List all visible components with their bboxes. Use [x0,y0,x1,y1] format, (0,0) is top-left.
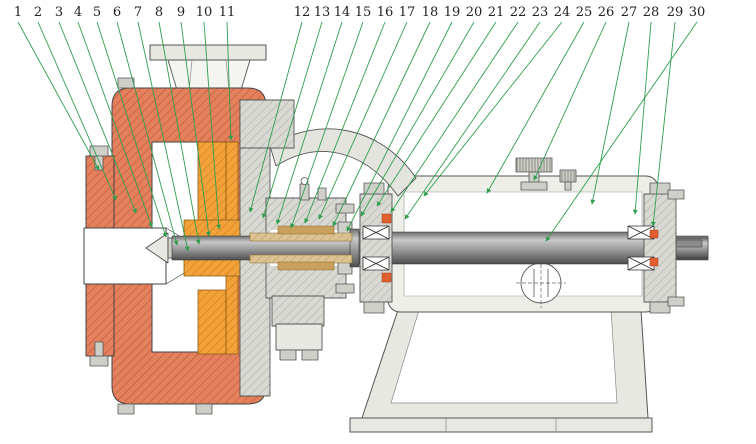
pump-cross-section-art [83,44,709,433]
packing-upper [277,225,335,235]
leader-line-30 [545,21,698,242]
leader-line-9 [180,21,211,237]
callout-number-4: 4 [74,5,82,20]
callout-number-2: 2 [34,5,42,20]
leader-line-21 [376,21,497,207]
casing-bolt-bottom-2 [195,403,213,415]
leader-line-3 [58,21,137,214]
callout-number-17: 17 [399,5,416,20]
cap-bolt-right-bottom [649,301,671,314]
leader-line-13 [261,21,323,219]
callout-number-6: 6 [113,5,121,20]
seal-fitting [317,187,327,201]
bearing-left [362,225,390,271]
gland-bolt-bottom [335,283,355,294]
leader-line-22 [390,21,519,213]
callout-number-19: 19 [444,5,461,20]
callout-number-13: 13 [314,5,331,20]
nipple-port [300,177,309,185]
cap-bolt-left-bottom [363,301,385,314]
end-bolt-top [667,189,685,200]
leader-line-18 [332,21,431,227]
callout-number-16: 16 [377,5,394,20]
leader-line-23 [404,21,541,220]
callout-number-23: 23 [532,5,549,20]
bearing-right [627,225,655,271]
foot-bolt-left [279,349,297,361]
callout-number-9: 9 [177,5,185,20]
bearing-assembly [359,182,685,314]
leader-line-25 [486,21,585,194]
callout-number-25: 25 [576,5,593,20]
leader-line-1 [17,21,100,171]
support-arm [269,128,417,197]
leader-line-2 [37,21,117,201]
callout-number-24: 24 [554,5,571,20]
cover-foot [271,295,325,327]
leader-line-8 [158,21,201,245]
casing-bolt-top [117,77,135,89]
leader-line-4 [77,21,153,228]
callout-number-8: 8 [155,5,163,20]
leader-line-10 [203,21,222,230]
shaft-collar-left [349,228,360,268]
leader-line-29 [650,21,676,227]
foot-bolt-right [301,349,319,361]
cover-foot-plate [275,323,323,351]
callout-number-18: 18 [422,5,439,20]
leader-line-24 [423,21,563,197]
leader-line-7 [137,21,190,252]
leader-line-26 [533,21,607,181]
leader-line-17 [318,21,408,220]
packing-lower [277,261,335,271]
cap-bolt-right-top [649,182,671,195]
callout-number-11: 11 [219,5,236,20]
callout-number-21: 21 [488,5,505,20]
leader-line-6 [116,21,179,246]
callout-number-12: 12 [294,5,311,20]
flange-bolt-bottom [89,355,109,367]
leader-line-20 [360,21,475,217]
leader-line-15 [290,21,364,229]
callout-number-26: 26 [598,5,615,20]
callout-number-30: 30 [689,5,706,20]
support-pedestal [349,309,653,433]
leader-line-27 [590,21,630,205]
end-bolt-bottom [667,296,685,307]
leader-line-16 [304,21,386,224]
leader-line-14 [275,21,343,225]
callout-number-29: 29 [667,5,684,20]
callout-number-14: 14 [334,5,351,20]
grease-fitting [515,157,577,191]
callout-number-22: 22 [510,5,527,20]
callout-number-20: 20 [466,5,483,20]
volute-casing [83,77,267,415]
leader-line-19 [346,21,453,232]
leader-line-5 [96,21,168,238]
callout-number-27: 27 [621,5,638,20]
callout-number-1: 1 [14,5,22,20]
shaft [145,228,709,268]
leader-line-11 [226,21,234,141]
shaft-sleeve [249,225,353,271]
leader-line-12 [248,21,303,213]
lip-seals [381,213,659,283]
callout-number-15: 15 [355,5,372,20]
callout-number-28: 28 [643,5,660,20]
callout-number-5: 5 [93,5,101,20]
gland-bolt-top [335,203,355,214]
flange-bolt-bottom-shank [94,341,104,357]
bearing-cap-right [643,193,677,303]
shaft-keyway [675,239,703,248]
leader-line-28 [632,21,652,215]
callout-number-7: 7 [134,5,142,20]
casing-bolt-bottom [117,403,135,415]
callout-number-3: 3 [55,5,63,20]
cap-bolt-left-top [363,182,385,195]
callout-number-10: 10 [196,5,213,20]
